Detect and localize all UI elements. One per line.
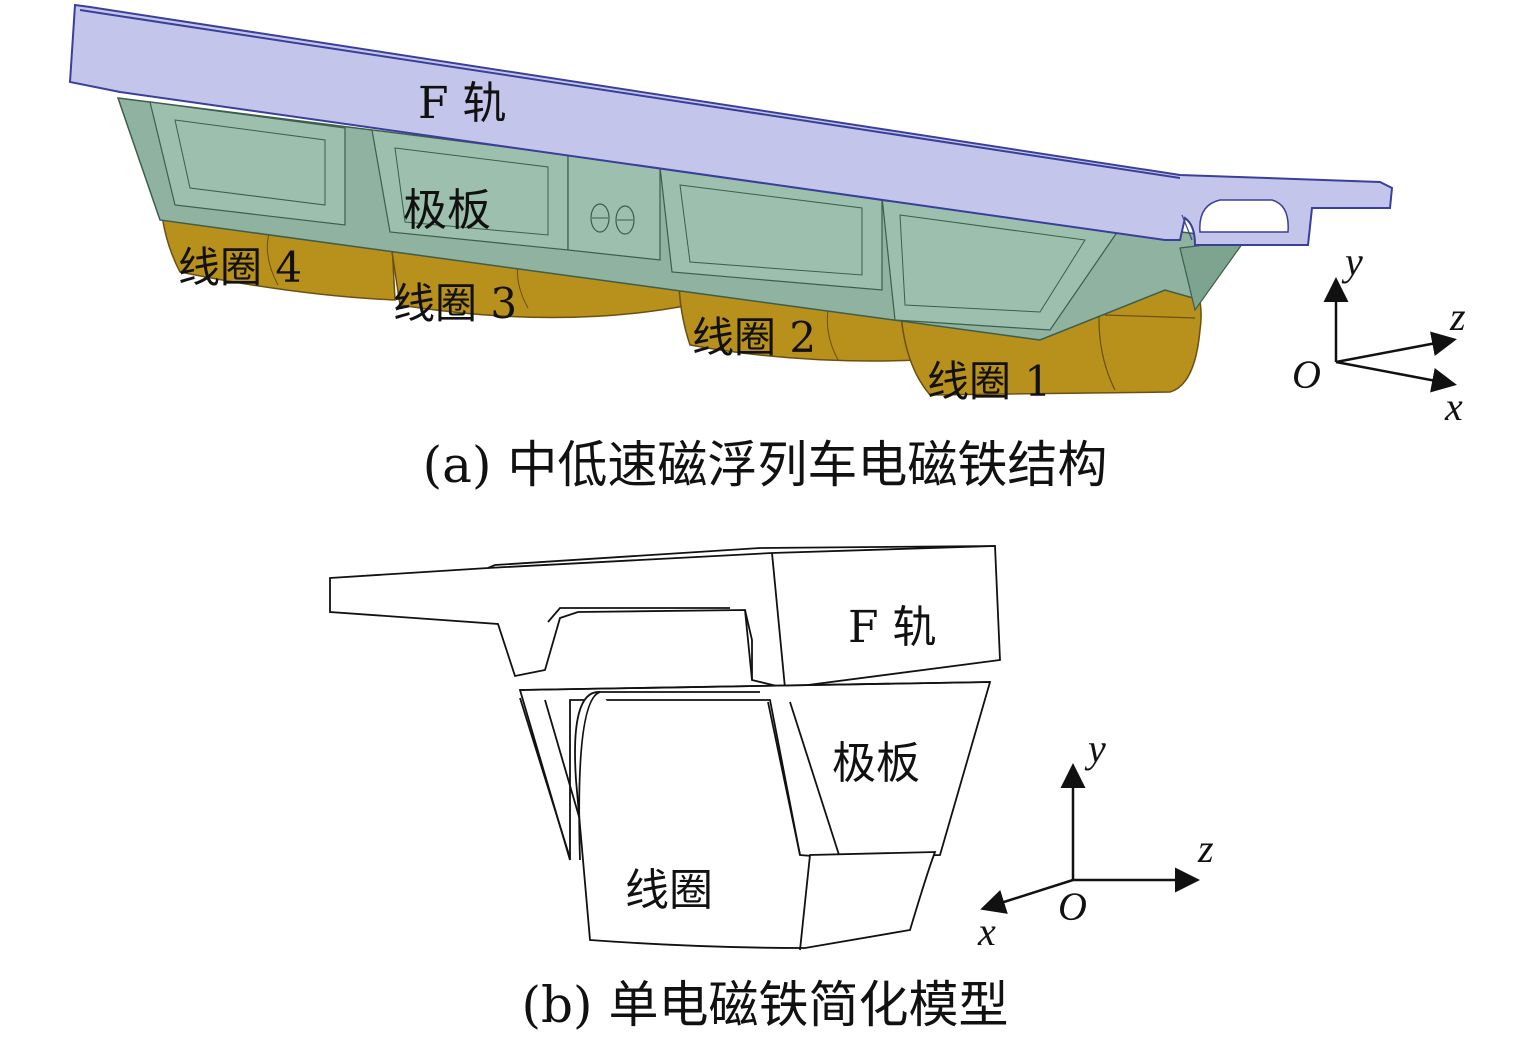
label-pole-plate-b: 极板 <box>832 738 920 789</box>
label-pole-plate-a: 极板 <box>403 185 491 236</box>
caption-b: (b) 单电磁铁简化模型 <box>522 976 1009 1034</box>
f-rail <box>68 3 1394 246</box>
axis-b-y: y <box>1084 726 1106 771</box>
pole-plate <box>116 97 1247 341</box>
axis-a-z: z <box>1449 294 1466 339</box>
axis-b-z: z <box>1197 826 1214 871</box>
label-rail-b: F 轨 <box>848 602 937 653</box>
label-rail-a: F 轨 <box>418 78 507 129</box>
f-rail-b <box>329 545 1001 689</box>
axes-b: y z x O <box>977 726 1214 954</box>
label-coil-4: 线圈 4 <box>178 243 302 292</box>
label-coil-1: 线圈 1 <box>927 357 1051 406</box>
caption-a: (a) 中低速磁浮列车电磁铁结构 <box>423 436 1108 494</box>
label-coil-b: 线圈 <box>625 865 713 916</box>
axes-a: y z x O <box>1292 239 1466 429</box>
panel-a-diagram: F 轨 极板 线圈 4 线圈 3 线圈 2 线圈 1 y z x O (a) 中… <box>68 3 1466 494</box>
pole-plate-b <box>518 681 992 861</box>
axis-b-x: x <box>977 909 996 954</box>
panel-b-diagram: F 轨 极板 线圈 y z x O (b) 单电磁铁简化模型 <box>329 545 1214 1034</box>
label-coil-3: 线圈 3 <box>393 279 517 328</box>
axis-a-y: y <box>1341 239 1363 284</box>
axis-a-origin: O <box>1292 352 1321 397</box>
coil-b <box>574 691 937 951</box>
label-coil-2: 线圈 2 <box>692 313 816 362</box>
axis-b-origin: O <box>1058 884 1087 929</box>
axis-a-x: x <box>1444 384 1463 429</box>
